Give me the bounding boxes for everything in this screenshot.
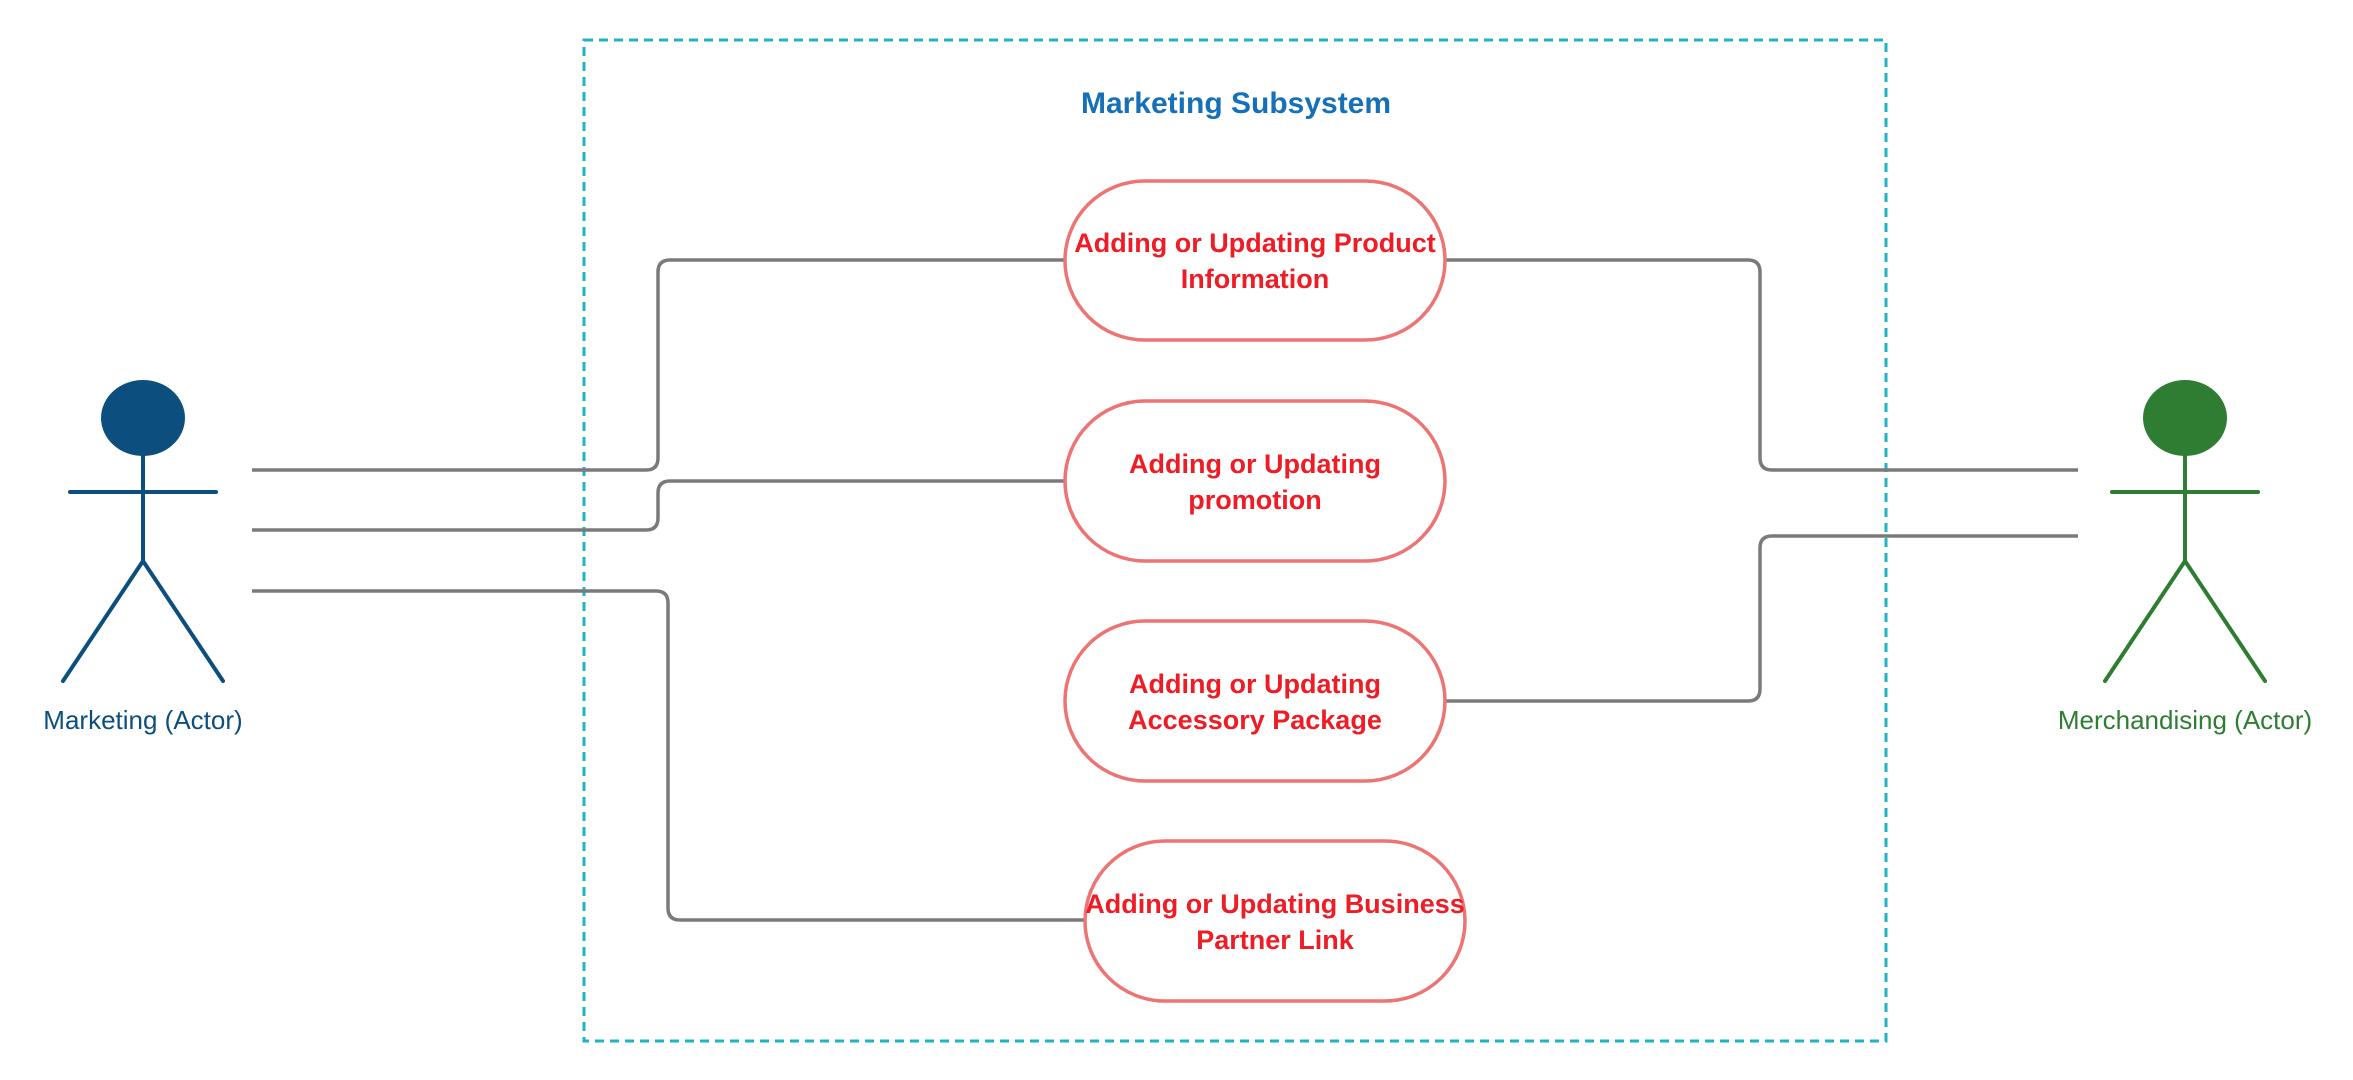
association-merchandising-accessory-package [1445, 534, 2078, 703]
association-marketing-business-partner-link [252, 589, 1085, 922]
actor-head [101, 380, 185, 456]
use-case-label: Adding or Updating Business [1085, 889, 1465, 919]
association-merchandising-product-information [1445, 258, 2078, 472]
use-case-label: Partner Link [1196, 925, 1355, 955]
actor-head [2143, 380, 2227, 456]
use-case-shape [1063, 179, 1447, 342]
actor-merchandising[interactable]: Merchandising (Actor) [2058, 380, 2312, 735]
use-case-label: Adding or Updating Product [1074, 228, 1435, 258]
use-case-accessory-package[interactable]: Adding or Updating Accessory Package [1063, 619, 1447, 783]
use-case-business-partner-link[interactable]: Adding or Updating Business Partner Link [1083, 839, 1467, 1003]
use-case-promotion[interactable]: Adding or Updating promotion [1063, 399, 1447, 563]
associations [252, 258, 2078, 922]
use-case-shape [1063, 399, 1447, 563]
stick-figure-icon [2103, 454, 2267, 683]
actor-label: Marketing (Actor) [43, 705, 242, 735]
system-boundary [582, 38, 1888, 1043]
association-marketing-promotion [252, 479, 1065, 532]
actor-marketing[interactable]: Marketing (Actor) [43, 380, 243, 735]
stick-figure-icon [61, 454, 225, 683]
use-case-label: promotion [1188, 485, 1321, 515]
system-title: Marketing Subsystem [1081, 87, 1391, 120]
use-case-shape [1063, 619, 1447, 783]
use-case-label: Information [1181, 264, 1330, 294]
use-case-shape [1083, 839, 1467, 1003]
use-case-label: Adding or Updating [1129, 669, 1381, 699]
use-case-product-information[interactable]: Adding or Updating Product Information [1063, 179, 1447, 342]
use-case-label: Accessory Package [1128, 705, 1382, 735]
association-marketing-product-information [252, 258, 1065, 472]
actor-label: Merchandising (Actor) [2058, 705, 2312, 735]
use-case-label: Adding or Updating [1129, 449, 1381, 479]
